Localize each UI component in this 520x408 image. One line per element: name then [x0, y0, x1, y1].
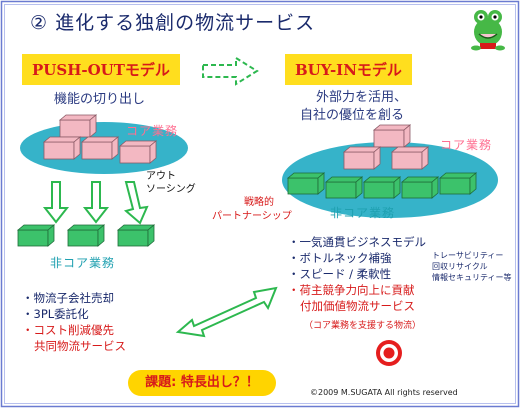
outsourcing-label: アウト ソーシング	[146, 171, 196, 195]
copyright: ©2009 M.SUGATA All rights reserved	[310, 388, 458, 397]
side-notes: トレーサビリティー 回収リサイクル 情報セキュリティー等	[432, 250, 512, 283]
buy-in-core-label: コア業務	[440, 138, 493, 152]
buy-in-subtitle-line1: 外部力を活用、	[316, 90, 408, 105]
push-out-list: ・物流子会社売却 ・3PL委託化 ・コスト削減優先 共同物流サービス	[22, 290, 126, 354]
bullseye-icon	[376, 340, 402, 366]
push-out-diagram	[16, 114, 188, 247]
push-out-label: PUSH-OUTモデル	[22, 54, 180, 85]
push-out-noncore-label: 非コア業務	[50, 256, 116, 270]
list-item: ・一気通貫ビジネスモデル	[288, 235, 426, 249]
side-note: 情報セキュリティー等	[432, 273, 512, 282]
core-support-note: （コア業務を支援する物流）	[304, 321, 422, 331]
list-item: ・物流子会社売却	[22, 291, 114, 305]
dashed-arrow-icon	[202, 56, 259, 86]
list-item: 共同物流サービス	[34, 339, 126, 353]
buy-in-subtitle-line2: 自社の優位を創る	[300, 108, 405, 123]
double-arrow-icon	[175, 286, 278, 338]
page-title: ② 進化する独創の物流サービス	[30, 12, 316, 34]
push-out-core-label: コア業務	[126, 124, 179, 138]
frog-mascot-icon	[471, 10, 505, 51]
buy-in-label: BUY-INモデル	[285, 54, 412, 85]
buy-in-list: ・一気通貫ビジネスモデル ・ボトルネック補強 ・スピード / 柔軟性 ・荷主競争…	[288, 234, 426, 314]
list-item: ・荷主競争力向上に貢献	[288, 283, 415, 297]
goal-badge: 課題: 特長出し？！	[128, 370, 276, 396]
side-note: 回収リサイクル	[432, 262, 488, 271]
strategic-label-line2: パートナーシップ	[212, 211, 292, 222]
strategic-label-line1: 戦略的	[244, 197, 274, 208]
buy-in-noncore-label: 非コア業務	[330, 206, 396, 220]
side-note: トレーサビリティー	[432, 251, 504, 260]
buy-in-diagram	[282, 124, 498, 218]
push-out-subtitle: 機能の切り出し	[54, 92, 146, 107]
list-item: ・スピード / 柔軟性	[288, 267, 392, 281]
list-item: ・コスト削減優先	[22, 323, 114, 337]
list-item: ・ボトルネック補強	[288, 251, 392, 265]
list-item: ・3PL委託化	[22, 307, 89, 321]
list-item: 付加価値物流サービス	[300, 299, 415, 313]
